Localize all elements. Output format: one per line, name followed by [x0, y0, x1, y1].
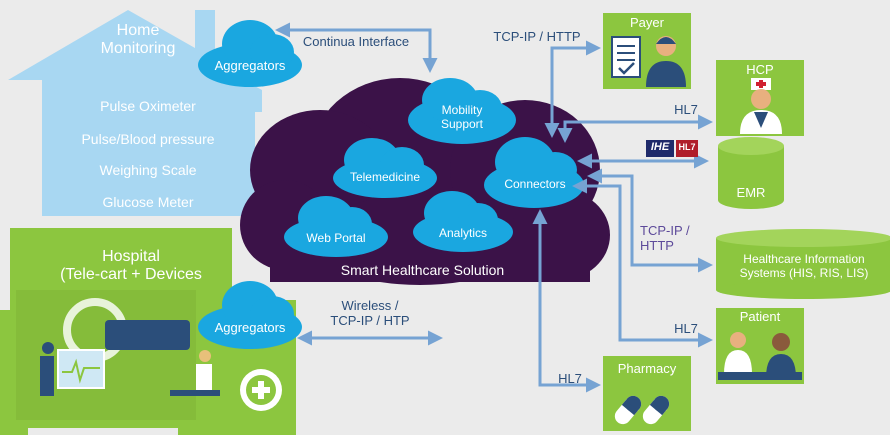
connector-lines: [275, 22, 713, 393]
device-label: Glucose Meter: [102, 194, 194, 210]
hospital-block: [0, 228, 296, 435]
hcp-label: HCP: [746, 62, 774, 77]
patient-protocol-label: HL7: [674, 321, 698, 336]
webportal-label: Web Portal: [306, 231, 366, 245]
his-protocol-label: TCP-IP / HTTP: [640, 223, 690, 253]
aggregators-label-top: Aggregators: [214, 58, 286, 73]
pill-icon: [614, 395, 670, 425]
doctor-icon: [740, 78, 782, 134]
analytics-cloud: [413, 191, 513, 252]
document-check-icon: [611, 36, 641, 78]
database-icon: [718, 137, 784, 209]
telemedicine-label: Telemedicine: [349, 170, 421, 184]
hospital-title: Hospital (Tele-cart + Devices: [60, 248, 202, 284]
plus-icon: [240, 369, 282, 411]
device-label: Weighing Scale: [99, 162, 197, 178]
home-title: Home Monitoring: [100, 22, 176, 58]
telemedicine-cloud: [333, 138, 437, 198]
ihe-logo-text: IHE: [650, 141, 670, 153]
device-label: Pulse/Blood pressure: [81, 131, 215, 147]
pharmacy-label: Pharmacy: [617, 361, 677, 376]
patient-doctor-icon: [718, 332, 802, 380]
webportal-cloud: [284, 196, 388, 257]
ihe-logo: [646, 140, 698, 157]
wireless-label: Wireless / TCP-IP / HTP: [330, 298, 410, 328]
device-label: Pulse Oximeter: [100, 98, 196, 114]
patient-label: Patient: [739, 309, 781, 324]
connectors-label: Connectors: [504, 177, 566, 191]
his-database: [716, 229, 890, 299]
payer-person-icon: [646, 36, 686, 87]
connectors-cloud: [484, 137, 584, 208]
mobility-cloud: [408, 78, 516, 144]
payer-label: Payer: [630, 15, 664, 30]
continua-label: Continua Interface: [302, 34, 410, 49]
payer-protocol-label: TCP-IP / HTTP: [493, 29, 581, 44]
pharmacy-protocol-label: HL7: [558, 371, 582, 386]
his-label: Healthcare Information Systems (HIS, RIS…: [739, 252, 869, 280]
emr-label: EMR: [736, 185, 766, 200]
aggregators-label-bottom: Aggregators: [214, 320, 286, 335]
aggregator-cloud-icon: [198, 281, 302, 349]
hl7-logo-text: HL7: [678, 142, 696, 152]
analytics-label: Analytics: [438, 226, 488, 240]
hcp-protocol-label: HL7: [674, 102, 698, 117]
home-house-shape: [8, 10, 262, 216]
cloud-title: Smart Healthcare Solution: [340, 262, 505, 278]
mobility-label: Mobility Support: [440, 103, 484, 131]
